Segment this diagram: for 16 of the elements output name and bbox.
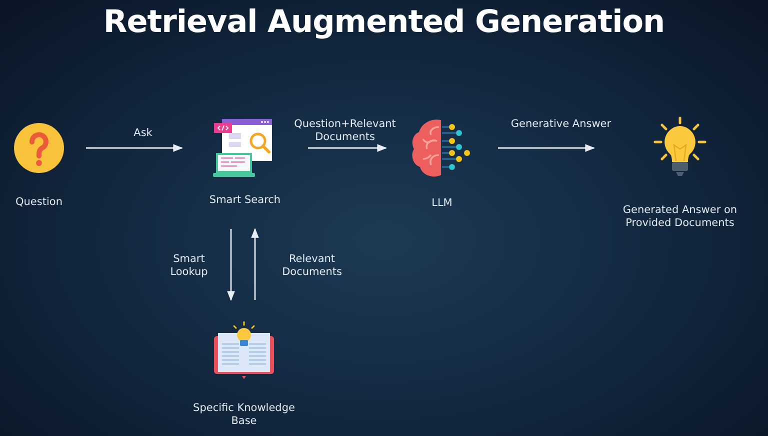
- arrow: [308, 144, 387, 152]
- node-caption: Generated Answer on Provided Documents: [622, 204, 738, 230]
- arrow: [227, 229, 235, 301]
- arrow: [251, 228, 259, 300]
- title: Retrieval Augmented Generation: [103, 4, 665, 40]
- arrow: [86, 144, 183, 152]
- edge-label: Generative Answer: [510, 118, 612, 131]
- node-caption: Specific Knowledge Base: [192, 402, 296, 428]
- edge-label: Question+Relevant Documents: [293, 118, 397, 144]
- edge-label: Smart Lookup: [169, 253, 209, 279]
- node-caption: Question: [16, 196, 62, 209]
- edge-label: Relevant Documents: [281, 253, 343, 279]
- arrow: [498, 144, 595, 152]
- node-caption: LLM: [432, 197, 452, 210]
- node-caption: Smart Search: [209, 194, 281, 207]
- edge-label: Ask: [134, 127, 152, 140]
